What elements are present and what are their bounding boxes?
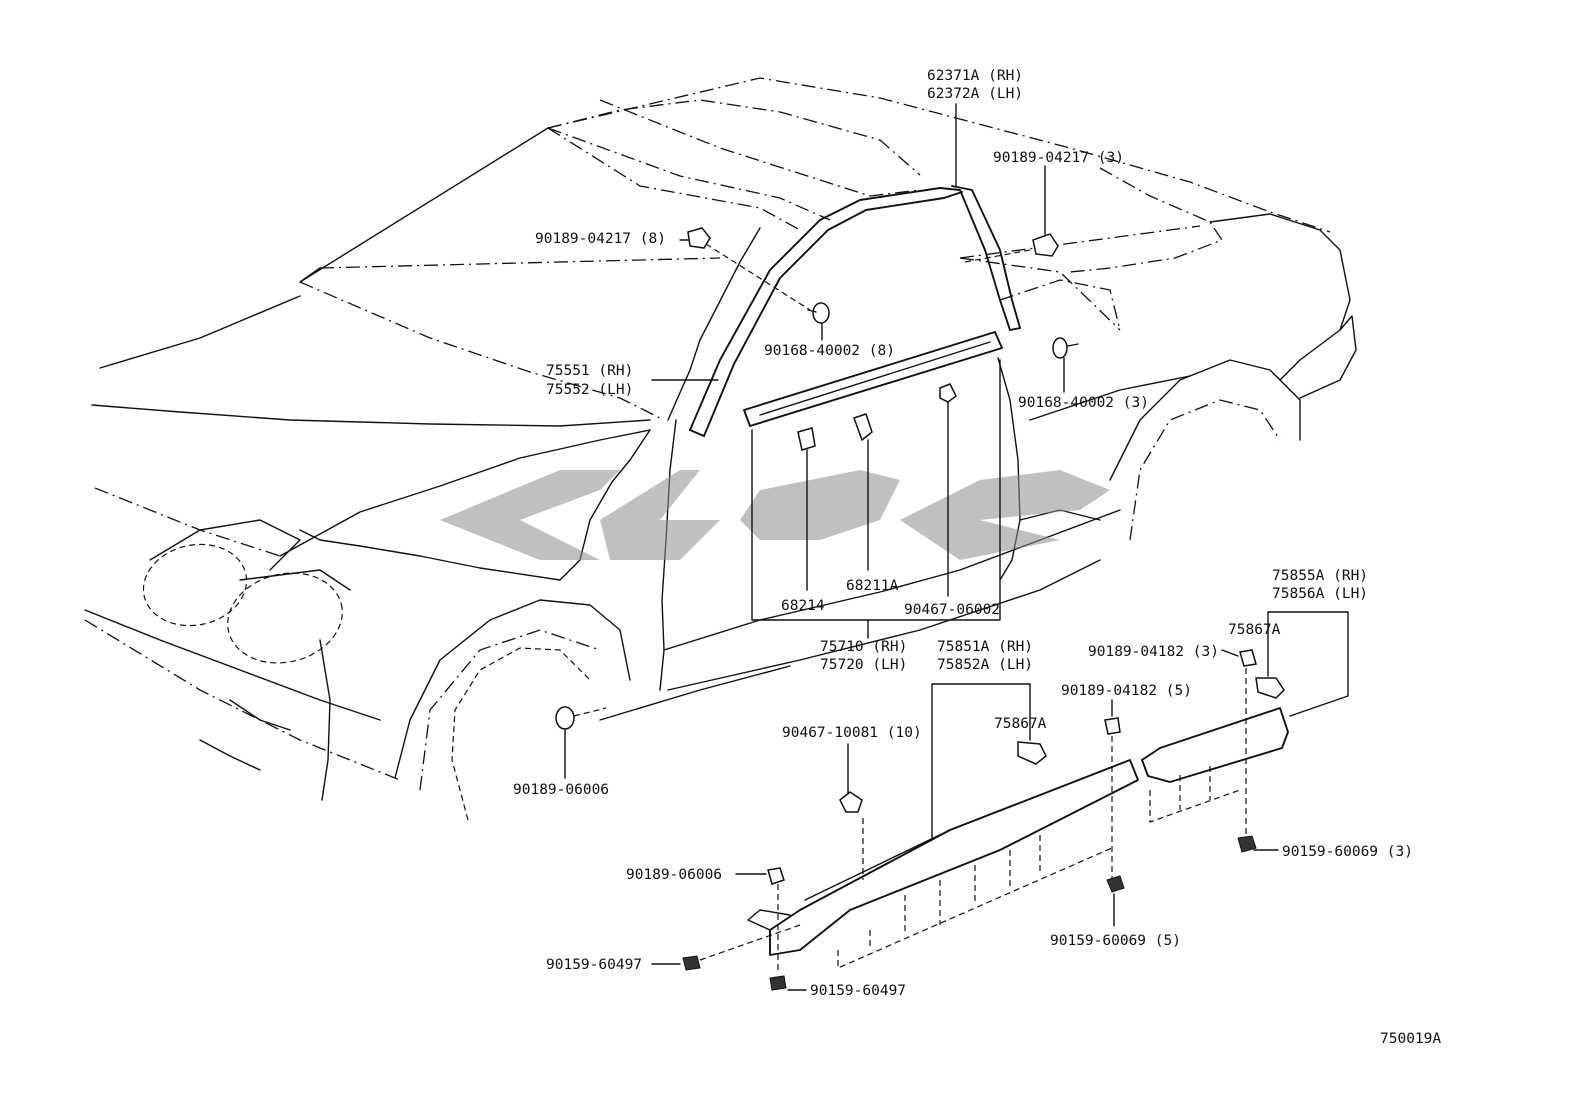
label-90189-06006-rocker: 90189-06006 — [626, 867, 722, 883]
label-90189-04182-3: 90189-04182 (3) — [1088, 644, 1219, 660]
callout-labels: 62371A (RH) 62372A (LH) 90189-04217 (3) … — [513, 68, 1441, 1047]
label-90168-40002-3: 90168-40002 (3) — [1018, 395, 1149, 411]
rocker-moulding-rear — [1141, 707, 1289, 783]
label-75867a-left: 75867A — [994, 716, 1047, 732]
label-75710: 75710 (RH) — [820, 639, 907, 655]
car-body — [84, 77, 1357, 821]
window-frame-moulding — [689, 185, 1021, 437]
watermark-logo — [440, 470, 1110, 560]
label-75720: 75720 (LH) — [820, 657, 907, 673]
label-62371a: 62371A (RH) — [927, 68, 1023, 84]
label-75867a-right: 75867A — [1228, 622, 1281, 638]
diagram-id: 750019A — [1380, 1031, 1441, 1047]
label-68214: 68214 — [781, 598, 825, 614]
leader-lines — [564, 103, 1349, 991]
label-90189-04217-3: 90189-04217 (3) — [993, 150, 1124, 166]
label-75856a: 75856A (LH) — [1272, 586, 1368, 602]
label-90159-60069-5: 90159-60069 (5) — [1050, 933, 1181, 949]
fastener-symbols — [555, 227, 1285, 991]
label-90159-60069-3: 90159-60069 (3) — [1282, 844, 1413, 860]
label-90189-04182-5: 90189-04182 (5) — [1061, 683, 1192, 699]
rocker-moulding-front — [747, 759, 1139, 956]
label-75852a: 75852A (LH) — [937, 657, 1033, 673]
label-90189-06006-front: 90189-06006 — [513, 782, 609, 798]
belt-moulding — [743, 331, 1003, 427]
label-75552: 75552 (LH) — [546, 382, 633, 398]
label-68211a: 68211A — [846, 578, 899, 594]
label-90467-06002: 90467-06002 — [904, 602, 1000, 618]
label-90159-60497-left: 90159-60497 — [546, 957, 642, 973]
label-75855a: 75855A (RH) — [1272, 568, 1368, 584]
label-62372a: 62372A (LH) — [927, 86, 1023, 102]
rocker-guide-lines — [837, 766, 1241, 969]
label-90467-10081: 90467-10081 (10) — [782, 725, 922, 741]
label-90159-60497-bottom: 90159-60497 — [810, 983, 906, 999]
label-75851a: 75851A (RH) — [937, 639, 1033, 655]
label-90189-04217-8: 90189-04217 (8) — [535, 231, 666, 247]
label-90168-40002-8: 90168-40002 (8) — [764, 343, 895, 359]
label-75551: 75551 (RH) — [546, 363, 633, 379]
